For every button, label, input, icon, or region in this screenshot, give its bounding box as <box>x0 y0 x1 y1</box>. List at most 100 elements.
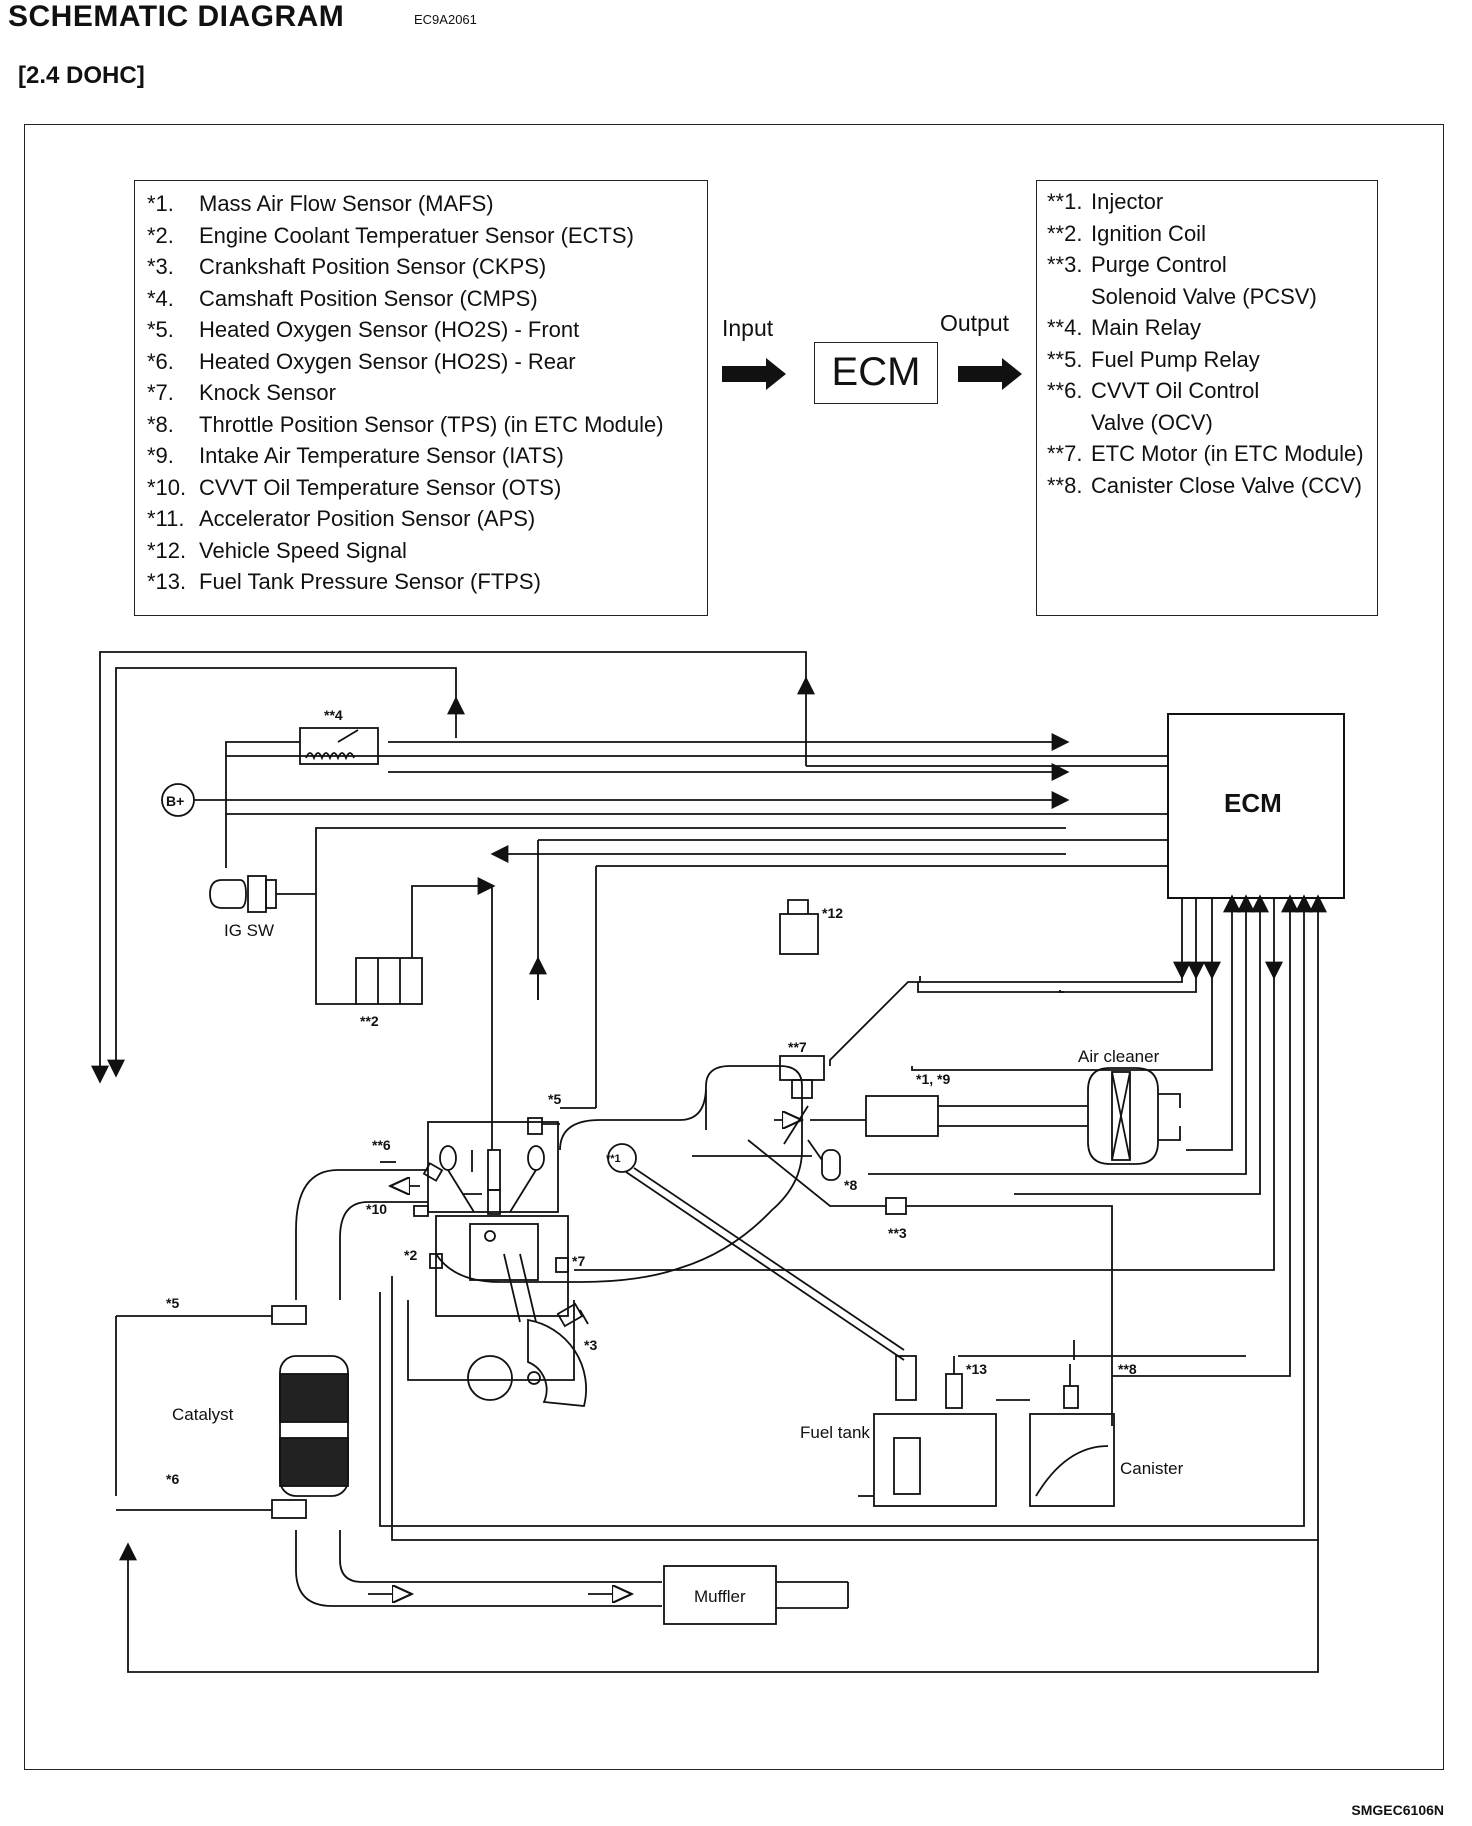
input-num: *9. <box>147 443 174 468</box>
canister-label: Canister <box>1120 1459 1184 1478</box>
purge-line <box>747 1139 886 1207</box>
output-arrow-icon <box>958 358 1022 390</box>
tag-etc-motor: **7 <box>788 1039 807 1055</box>
input-label: Engine Coolant Temperatuer Sensor (ECTS) <box>199 222 634 248</box>
wire-coil-left <box>315 900 356 1005</box>
vehicle-speed-sensor <box>779 913 819 955</box>
tag-maf-iats: *1, *9 <box>916 1071 950 1087</box>
input-label: Heated Oxygen Sensor (HO2S) - Rear <box>199 348 576 374</box>
output-num: **5. <box>1047 346 1083 372</box>
pcsv-valve <box>885 1197 907 1215</box>
input-num: *6. <box>147 348 174 374</box>
output-label: Main Relay <box>1091 315 1202 340</box>
input-label: Camshaft Position Sensor (CMPS) <box>199 285 538 311</box>
tag-ects: *2 <box>404 1247 417 1263</box>
ecm-main-label: ECM <box>1224 788 1282 818</box>
tag-ftps: *13 <box>966 1361 987 1377</box>
air-cleaner-body <box>1087 1067 1159 1165</box>
catalyst-body <box>279 1355 349 1497</box>
wire-left-vertical-outer <box>91 651 807 1084</box>
relay-coil-icon <box>305 752 355 761</box>
crank-wheel <box>527 1318 587 1407</box>
tag-vehicle-speed: *12 <box>822 905 843 921</box>
wire-tps <box>868 976 1247 1175</box>
tag-ckps: *3 <box>584 1337 597 1353</box>
page-title: SCHEMATIC DIAGRAM <box>8 0 345 33</box>
input-num: *7. <box>147 380 174 405</box>
tag-ccv: **8 <box>1118 1361 1137 1377</box>
ftps-sensor <box>945 1373 963 1409</box>
input-num: *3. <box>147 254 174 279</box>
wire-coil-top <box>411 885 464 958</box>
wire-knock <box>574 976 1275 1271</box>
wire-pcsv <box>1014 976 1261 1195</box>
tag-ho2s-front: *5 <box>166 1295 179 1311</box>
fuel-pump-relay-box <box>895 1355 917 1401</box>
exhaust-pipe-outer <box>295 1169 428 1300</box>
tag-tps: *8 <box>844 1177 857 1193</box>
output-label: Solenoid Valve (PCSV) <box>1091 283 1317 309</box>
wire-main-relay-top <box>225 741 300 806</box>
input-num: *1. <box>147 191 174 216</box>
engine-variant-subtitle: [2.4 DOHC] <box>18 62 145 89</box>
wire-etc-motor <box>829 981 920 1066</box>
output-num: **6. <box>1047 378 1083 403</box>
output-num: **3. <box>1047 252 1083 277</box>
spark-plug <box>487 1149 501 1191</box>
wire-ecm-maf <box>1059 976 1197 993</box>
ig-sw-label: IG SW <box>224 921 274 940</box>
tag-pcsv: **3 <box>888 1225 907 1241</box>
input-num: *8. <box>147 411 174 437</box>
wire-ig-coil-top <box>315 827 1066 900</box>
output-label: Output <box>940 310 1010 336</box>
tag-knock: *7 <box>572 1253 585 1269</box>
input-label: Vehicle Speed Signal <box>199 537 407 563</box>
tag-ignition-coil: **2 <box>360 1013 379 1029</box>
output-label: Ignition Coil <box>1091 220 1206 246</box>
input-num: *10. <box>147 474 187 500</box>
input-label: CVVT Oil Temperature Sensor (OTS) <box>199 474 562 500</box>
output-num: **7. <box>1047 441 1083 466</box>
output-label: ETC Motor (in ETC Module) <box>1091 441 1364 466</box>
input-label: Throttle Position Sensor (TPS) (in ETC M… <box>199 411 664 437</box>
wire-ho2s-rear <box>119 1540 1319 1673</box>
wire-air-cleaner <box>1186 976 1233 1151</box>
output-num: **1. <box>1047 189 1083 214</box>
output-label: Valve (OCV) <box>1091 409 1213 435</box>
figure-code: SMGEC6106N <box>1351 1802 1444 1818</box>
fuel-tank-label: Fuel tank <box>800 1423 870 1442</box>
input-arrow-icon <box>722 358 786 390</box>
ecm-flow-box: ECM <box>814 342 938 404</box>
tag-ots: *10 <box>366 1201 387 1217</box>
input-num: *12. <box>147 537 187 563</box>
input-label: Crankshaft Position Sensor (CKPS) <box>199 254 547 279</box>
relay-switch-icon <box>337 729 359 743</box>
diagram-frame <box>24 124 1444 1770</box>
output-num: **4. <box>1047 315 1083 340</box>
muffler-label: Muffler <box>694 1587 746 1606</box>
wire-ecm-etc <box>919 976 1183 983</box>
input-label: Fuel Tank Pressure Sensor (FTPS) <box>199 569 541 594</box>
input-label: Input <box>722 315 774 341</box>
piston <box>469 1223 539 1281</box>
ignition-switch-icon <box>209 879 247 909</box>
ignition-coil-box <box>355 957 423 1005</box>
input-num: *2. <box>147 222 174 248</box>
output-label: Fuel Pump Relay <box>1091 346 1260 372</box>
tag-ocv: **6 <box>372 1137 391 1153</box>
engine-head <box>427 1121 559 1213</box>
camshaft-sensor-circle <box>607 1143 637 1173</box>
fuel-tank-body <box>873 1413 997 1507</box>
tag-ho2s-front-top: *5 <box>548 1091 561 1107</box>
input-num: *5. <box>147 317 174 342</box>
wire-ckps <box>379 976 1305 1527</box>
wire-ects <box>391 976 1319 1541</box>
output-num: **8. <box>1047 472 1083 498</box>
output-label: Purge Control <box>1091 252 1227 277</box>
input-legend: *1. Mass Air Flow Sensor (MAFS) *2. Engine … <box>134 180 708 616</box>
wire-left-vertical-inner <box>107 667 457 1078</box>
input-label: Mass Air Flow Sensor (MAFS) <box>199 191 494 216</box>
document-code: EC9A2061 <box>414 12 477 27</box>
wire-maf-sig <box>911 976 1213 1071</box>
